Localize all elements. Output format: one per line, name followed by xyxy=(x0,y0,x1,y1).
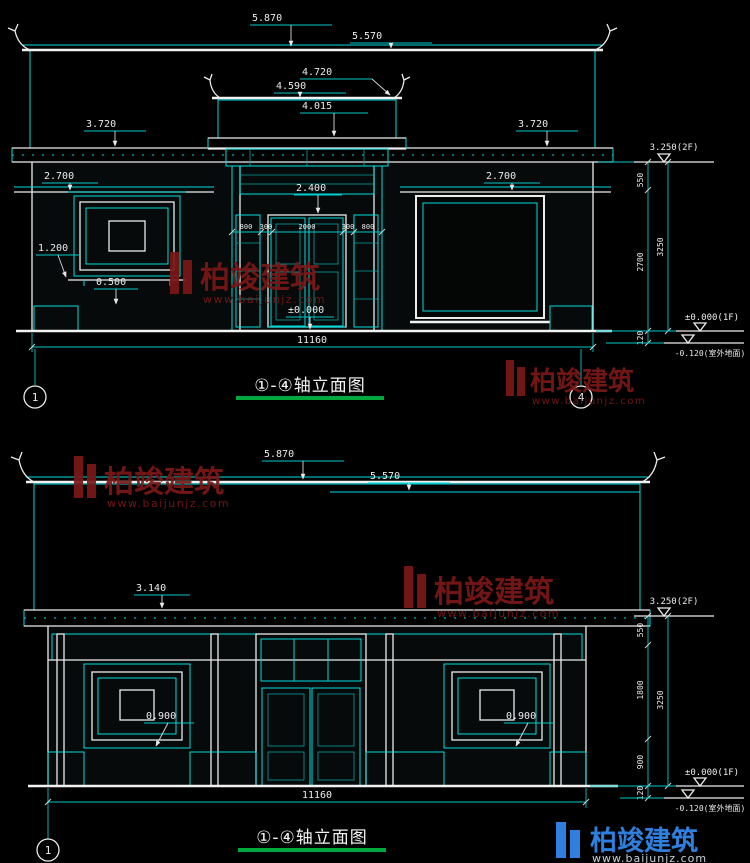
dim-door-seg3: 2000 xyxy=(299,223,316,231)
watermark-brand: 柏竣建筑 xyxy=(434,575,554,610)
dim-door-seg5: 800 xyxy=(362,223,375,231)
dim-gate-eave: 4.015 xyxy=(302,101,332,112)
seg-1800: 1800 xyxy=(636,680,645,699)
watermark-url: www.baijunjz.com xyxy=(203,293,326,306)
dim-total-width: 11160 xyxy=(297,335,327,346)
roof-tip-right xyxy=(594,23,618,51)
seg-120: 120 xyxy=(636,331,645,346)
dim-ridge-height: 5.870 xyxy=(252,13,282,24)
level-ground: -0.120(室外地面) xyxy=(675,803,746,813)
dim-gate-finial: 4.720 xyxy=(302,67,332,78)
seg-900: 900 xyxy=(636,755,645,770)
seg-2700: 2700 xyxy=(636,252,645,271)
watermark-icon xyxy=(506,360,514,396)
bottom-drawing-title: ①-④轴立面图 xyxy=(256,828,368,848)
entrance-gate xyxy=(203,73,411,331)
dim-plinth: 0.500 xyxy=(96,277,126,288)
watermark-icon xyxy=(170,252,179,294)
level-1f: ±0.000(1F) xyxy=(685,313,739,323)
dim-door-seg1: 800 xyxy=(240,223,253,231)
right-screen-panel xyxy=(410,195,550,324)
axis-bubble-4 xyxy=(569,385,593,409)
roof-tip-right xyxy=(641,451,666,483)
top-axis-title: 1 4 ①-④轴立面图 xyxy=(23,349,593,409)
watermark-brand: 柏竣建筑 xyxy=(200,261,320,296)
axis-label-1: 1 xyxy=(32,391,39,404)
seg-550: 550 xyxy=(636,623,645,638)
watermark-icon xyxy=(74,456,83,498)
axis-label-4: 4 xyxy=(578,391,585,404)
top-dimensions: 5.870 5.570 4.720 4.590 4.015 3.720 3.72… xyxy=(28,13,597,352)
top-drawing-title: ①-④轴立面图 xyxy=(254,376,366,396)
dim-door-seg4: 300 xyxy=(342,223,355,231)
dim-sill-left: 0.900 xyxy=(146,711,176,722)
dim-porch-left: 2.700 xyxy=(44,171,74,182)
watermark-center: 柏竣建筑 www.baijunjz.com xyxy=(170,252,326,306)
dim-eave-left: 3.720 xyxy=(86,119,116,130)
level-1f: ±0.000(1F) xyxy=(685,768,739,778)
watermark-brand: 柏竣建筑 xyxy=(104,465,224,500)
watermark-brand: 柏竣建筑 xyxy=(530,366,634,397)
dim-door-seg2: 300 xyxy=(260,223,273,231)
level-2f: 3.250(2F) xyxy=(650,143,699,153)
axis-bubble-1 xyxy=(36,838,60,862)
bottom-axis-title: 1 ①-④轴立面图 xyxy=(36,806,386,862)
dim-porch-right: 2.700 xyxy=(486,171,516,182)
axis-label-1: 1 xyxy=(45,844,52,857)
level-ground: -0.120(室外地面) xyxy=(675,348,746,358)
right-window xyxy=(443,663,551,749)
main-roof xyxy=(10,451,666,627)
wall-body xyxy=(48,626,586,786)
watermark-icon xyxy=(404,566,413,608)
dim-total-width: 11160 xyxy=(302,790,332,801)
dim-ridge2-height: 5.570 xyxy=(352,31,382,42)
logo-url: www.baijunjz.com xyxy=(592,852,707,863)
dim-door-height: 2.400 xyxy=(296,183,326,194)
main-roof xyxy=(7,23,618,193)
top-level-marks: 3.250(2F) 550 2700 120 3250 ±0.000(1F) -… xyxy=(596,143,745,358)
left-window xyxy=(68,191,186,286)
roof-tip-left xyxy=(7,23,31,51)
dim-gate-ridge: 4.590 xyxy=(276,81,306,92)
watermark-url: www.baijunjz.com xyxy=(107,497,230,510)
seg-3250: 3250 xyxy=(656,237,665,256)
watermark-url: www.baijunjz.com xyxy=(532,396,646,407)
title-underline xyxy=(236,396,384,400)
seg-550: 550 xyxy=(636,173,645,188)
watermark-url: www.baijunjz.com xyxy=(437,607,560,620)
dim-ridge-height: 5.870 xyxy=(264,449,294,460)
top-elevation-front: 5.870 5.570 4.720 4.590 4.015 3.720 3.72… xyxy=(7,13,745,409)
dim-floor-zero: ±0.000 xyxy=(288,305,324,316)
dim-eave-right: 3.720 xyxy=(518,119,548,130)
seg-3250: 3250 xyxy=(656,690,665,709)
dim-ridge2-height: 5.570 xyxy=(370,471,400,482)
logo-icon xyxy=(556,822,566,858)
bottom-elevation-rear: 5.870 5.570 3.140 0.900 0.900 11160 3.25… xyxy=(10,449,745,863)
bottom-level-marks: 3.250(2F) 550 1800 900 120 3250 ±0.000(1… xyxy=(590,597,745,813)
left-window xyxy=(83,663,191,749)
watermark-right: 柏竣建筑 www.baijunjz.com xyxy=(506,360,646,407)
title-underline xyxy=(238,848,386,852)
bottom-dimensions: 5.870 5.570 3.140 0.900 0.900 11160 xyxy=(44,449,590,808)
watermark-top-left: 柏竣建筑 www.baijunjz.com xyxy=(74,456,230,510)
dim-window-sill: 1.200 xyxy=(38,243,68,254)
site-logo: 柏竣建筑 www.baijunjz.com xyxy=(556,822,707,863)
axis-bubble-1 xyxy=(23,385,47,409)
dim-eave-height: 3.140 xyxy=(136,583,166,594)
seg-120: 120 xyxy=(636,786,645,801)
dim-sill-right: 0.900 xyxy=(506,711,536,722)
roof-tip-left xyxy=(10,451,35,483)
level-2f: 3.250(2F) xyxy=(650,597,699,607)
watermark-mid-right: 柏竣建筑 www.baijunjz.com xyxy=(404,566,560,620)
logo-brand: 柏竣建筑 xyxy=(590,825,698,857)
